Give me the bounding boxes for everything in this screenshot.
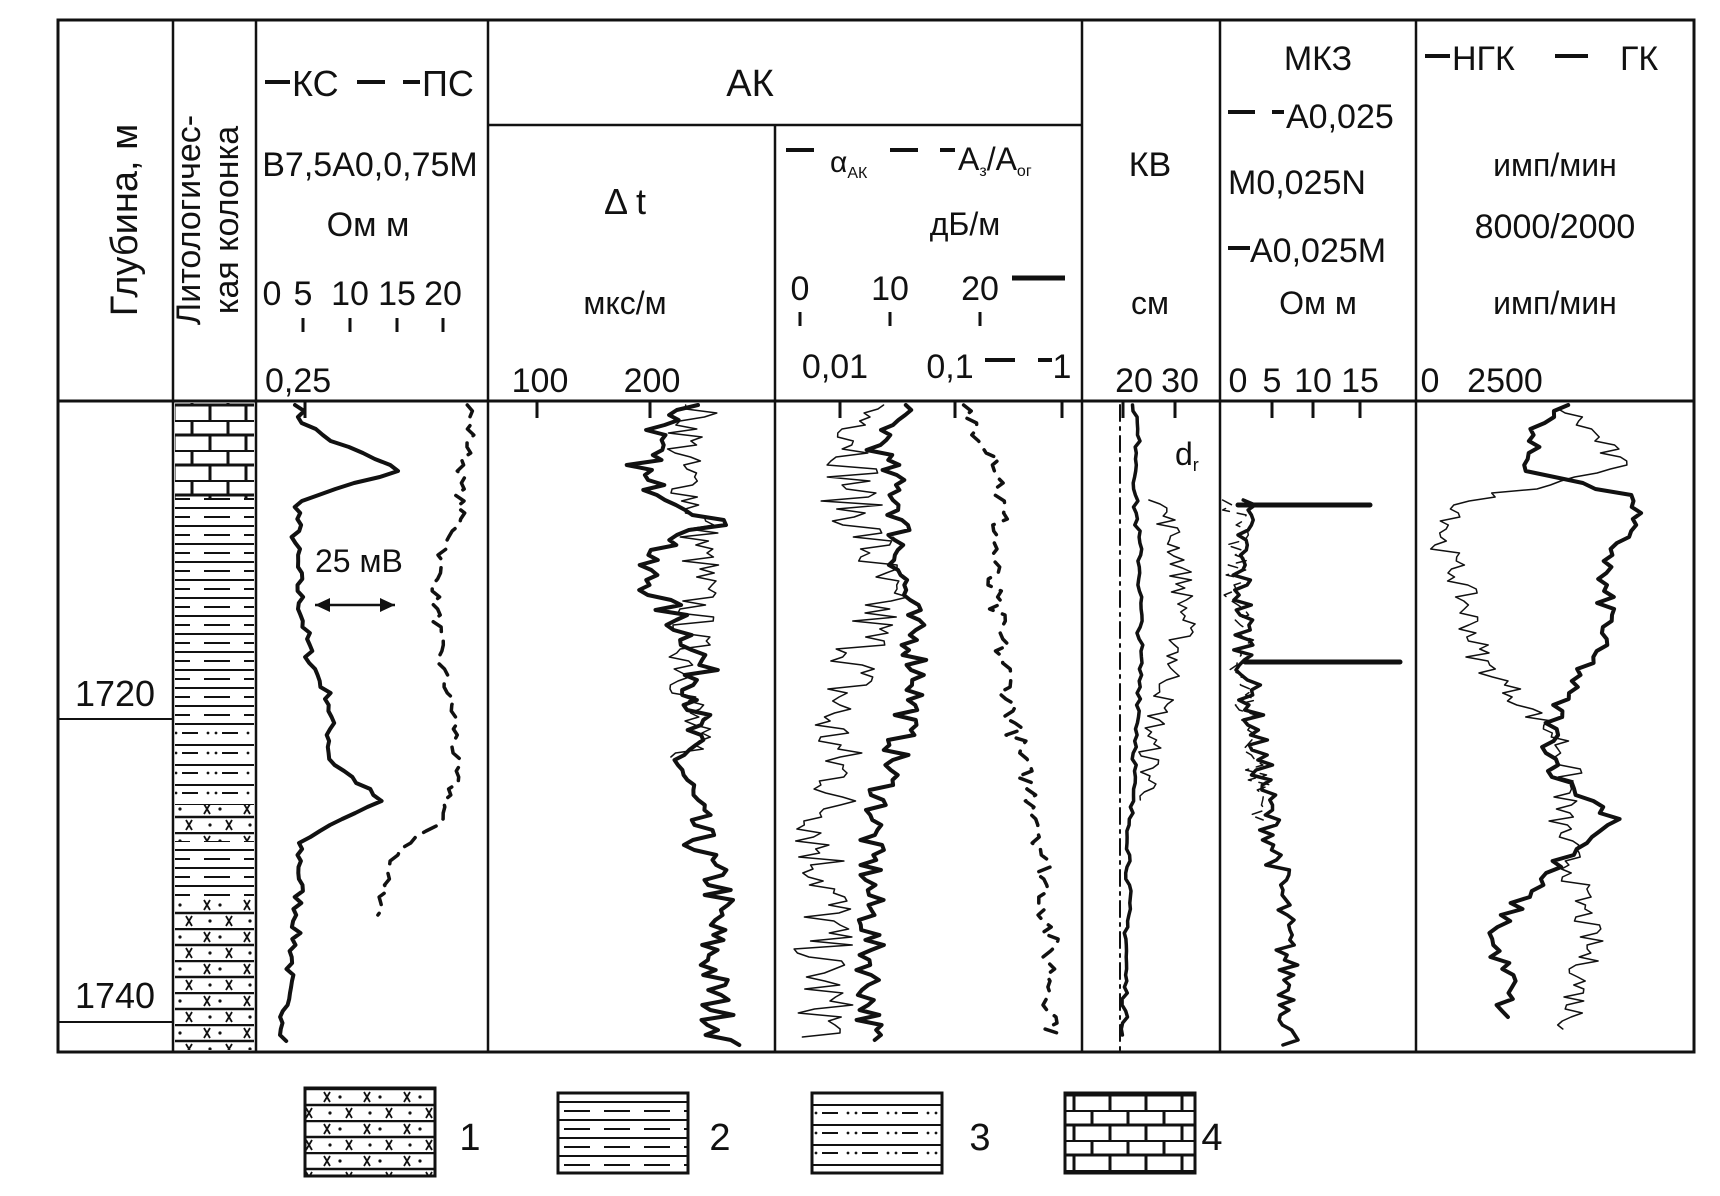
- ks-scale-20: 20: [424, 275, 462, 313]
- ngk-legend: НГК: [1452, 40, 1515, 78]
- ngk-scale-0: 0: [1421, 362, 1440, 400]
- depth-title: Глубина, м: [104, 124, 146, 316]
- litho-sand-2: [175, 899, 254, 1050]
- ks-unit: Ом м: [327, 206, 410, 244]
- litho-sand-1: [175, 805, 254, 841]
- dt-scale-200: 200: [624, 362, 681, 400]
- legend-item-1: 1: [303, 1086, 481, 1178]
- legend-item-2: 2: [556, 1091, 731, 1175]
- mkz-probe-a: А0,025: [1286, 98, 1394, 136]
- ratio-scale-01: 0,1: [926, 348, 973, 386]
- ks-scale-5: 5: [294, 275, 313, 313]
- lithology-column: Литологичес- кая колонка: [170, 115, 254, 1050]
- lithology-legend: 1 2 3 4: [303, 1086, 1223, 1178]
- atten-scale-10: 10: [871, 270, 909, 308]
- mkz-header: МКЗ А0,025 М0,025N А0,025М Ом м 0 5 10 1…: [1228, 40, 1394, 400]
- kv-scale-30: 30: [1161, 362, 1199, 400]
- ks-scale-0: 0: [263, 275, 282, 313]
- ngk-unit-bottom: имп/мин: [1493, 285, 1617, 321]
- mkz-curve-b: [1221, 499, 1272, 821]
- ratio-curve: [961, 403, 1066, 1037]
- ngk-unit-top: имп/мин: [1493, 147, 1617, 183]
- caliper-noise: [1138, 499, 1196, 801]
- gk-legend: ГК: [1620, 40, 1658, 78]
- depth-tick-1720: 1720: [75, 673, 155, 714]
- ratio-scale-1: 1: [1053, 348, 1072, 386]
- alpha-thick: [854, 403, 929, 1042]
- ak-header: АК Δ t мкс/м 100 200 αАК Aз/Aог дБ/м 0 1…: [512, 63, 1072, 400]
- mkz-scale-15: 15: [1341, 362, 1379, 400]
- legend-item-4: 4: [1063, 1091, 1223, 1175]
- mkz-title: МКЗ: [1284, 40, 1352, 78]
- litho-title-line2: кая колонка: [208, 126, 246, 314]
- mkz-probe-c: А0,025М: [1250, 232, 1386, 270]
- ngk-gk-header: НГК ГК имп/мин 8000/2000 имп/мин 0 2500: [1421, 40, 1659, 400]
- sp-marker-label: 25 мВ: [315, 543, 403, 579]
- mkz-unit: Ом м: [1279, 285, 1357, 321]
- atten-unit: дБ/м: [930, 206, 1001, 242]
- mkz-probe-b: М0,025N: [1228, 164, 1366, 202]
- ks-curve: [278, 403, 400, 1043]
- bit-size-label: dr: [1175, 436, 1199, 475]
- legend-number-4: 4: [1201, 1117, 1222, 1159]
- caliper-curve: [1119, 403, 1145, 1037]
- kv-scale-20: 20: [1115, 362, 1153, 400]
- kv-header: КВ см 20 30: [1115, 146, 1199, 400]
- litho-title-line1: Литологичес-: [170, 115, 208, 325]
- kv-title: КВ: [1129, 146, 1171, 184]
- litho-clay: [175, 498, 254, 730]
- alpha-curve: [793, 404, 909, 1038]
- ratio-scale-001: 0,01: [802, 348, 868, 386]
- dt-scale-100: 100: [512, 362, 569, 400]
- log-curves: [278, 403, 1644, 1051]
- ngk-scale-2500: 2500: [1467, 362, 1543, 400]
- table-frame: [56, 18, 1696, 1054]
- ks-probe: В7,5А0,0,75М: [262, 146, 477, 184]
- legend-number-1: 1: [459, 1117, 480, 1159]
- dt-label: Δ t: [604, 181, 646, 222]
- ps-legend: ПС: [422, 63, 474, 104]
- ks-scale-10: 10: [331, 275, 369, 313]
- atten-scale-0: 0: [791, 270, 810, 308]
- mkz-scale-0: 0: [1229, 362, 1248, 400]
- sp-scale-marker: 25 мВ: [315, 543, 403, 612]
- ratio-legend: Aз/Aог: [958, 141, 1032, 180]
- ngk-scale-top: 8000/2000: [1475, 208, 1636, 246]
- alpha-legend: αАК: [830, 146, 868, 182]
- litho-limestone: [175, 403, 254, 498]
- ks-ps-header: КС ПС В7,5А0,0,75М Ом м 0 5 10 15 20 0,2…: [262, 63, 477, 400]
- ps-curve: [376, 403, 476, 917]
- depth-tick-1740: 1740: [75, 975, 155, 1016]
- ak-title: АК: [726, 63, 773, 105]
- litho-clay-2: [175, 841, 254, 899]
- depth-column: Глубина, м 1720 1740: [58, 124, 173, 1023]
- litho-silt: [175, 730, 254, 805]
- atten-scale-20: 20: [961, 270, 999, 308]
- legend-number-3: 3: [969, 1117, 990, 1159]
- legend-number-2: 2: [709, 1117, 730, 1159]
- mkz-scale-10: 10: [1294, 362, 1332, 400]
- track-ticks: [303, 401, 1362, 418]
- dt-curve-thin: [666, 404, 720, 758]
- ks-legend: КС: [292, 63, 339, 104]
- ngk-curve: [1487, 403, 1644, 1019]
- kv-unit: см: [1131, 285, 1169, 321]
- dt-curve: [624, 403, 742, 1047]
- ks-start: 0,25: [265, 362, 331, 400]
- legend-item-3: 3: [810, 1091, 991, 1175]
- dt-unit: мкс/м: [583, 285, 666, 321]
- ks-scale-15: 15: [378, 275, 416, 313]
- mkz-scale-5: 5: [1263, 362, 1282, 400]
- gk-curve: [1429, 404, 1628, 1030]
- mkz-curve-a: [1231, 498, 1300, 1047]
